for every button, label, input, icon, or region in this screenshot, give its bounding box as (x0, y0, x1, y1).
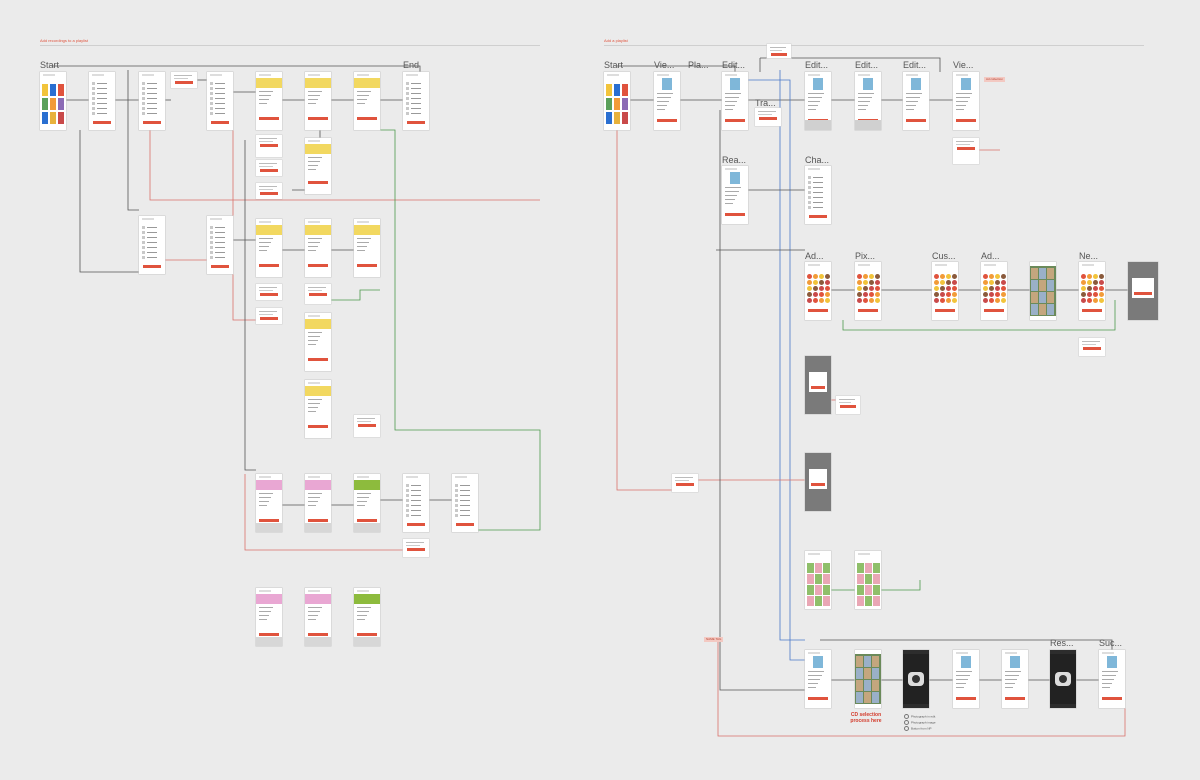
screen-frame[interactable] (354, 588, 380, 646)
annotation-card[interactable] (256, 308, 282, 324)
screen-frame[interactable] (207, 72, 233, 130)
connector-line (843, 300, 1115, 330)
connector-line (150, 130, 540, 200)
screen-frame[interactable] (805, 166, 831, 224)
screen-frame[interactable] (452, 474, 478, 532)
screen-frame[interactable] (305, 474, 331, 532)
screen-frame[interactable] (305, 219, 331, 277)
annotation-card[interactable] (403, 539, 429, 557)
screen-frame[interactable] (654, 72, 680, 130)
screen-frame[interactable] (403, 474, 429, 532)
annotation-card[interactable] (256, 160, 282, 176)
screen-frame[interactable] (1030, 262, 1056, 320)
screen-frame[interactable] (305, 138, 331, 194)
cd-selection-caption: CD selection process here (846, 712, 886, 724)
connector-line (128, 70, 139, 210)
annotation-card[interactable] (305, 284, 331, 304)
screen-frame[interactable] (354, 219, 380, 277)
screen-frame[interactable] (305, 588, 331, 646)
connector-line (80, 130, 139, 272)
screen-frame[interactable] (256, 474, 282, 532)
screen-frame[interactable] (903, 72, 929, 130)
screen-frame[interactable] (207, 216, 233, 274)
screen-frame[interactable] (256, 219, 282, 277)
screen-frame[interactable] (805, 356, 831, 414)
legend-item: Photograph in edit (904, 714, 935, 719)
screen-frame[interactable] (40, 72, 66, 130)
screen-frame[interactable] (1099, 650, 1125, 708)
screen-frame[interactable] (305, 313, 331, 371)
annotation-tag: NAME TAG (704, 637, 723, 642)
screen-frame[interactable] (953, 72, 979, 130)
screen-frame[interactable] (1002, 650, 1028, 708)
screen-frame[interactable] (981, 262, 1007, 320)
legend-item: Button from NP (904, 726, 932, 731)
connector-line (331, 290, 380, 300)
screen-frame[interactable] (722, 166, 748, 224)
screen-frame[interactable] (855, 72, 881, 130)
annotation-card[interactable] (256, 135, 282, 157)
legend-item: Photograph image (904, 720, 936, 725)
screen-frame[interactable] (305, 380, 331, 438)
screen-frame[interactable] (89, 72, 115, 130)
screen-frame[interactable] (805, 551, 831, 609)
screen-frame[interactable] (1079, 262, 1105, 320)
screen-frame[interactable] (354, 474, 380, 532)
connector-line (748, 80, 805, 660)
annotation-card[interactable] (755, 108, 781, 126)
connector-line (354, 130, 540, 530)
screen-frame[interactable] (805, 72, 831, 130)
screen-frame[interactable] (305, 72, 331, 130)
screen-frame[interactable] (855, 650, 881, 708)
screen-frame[interactable] (256, 588, 282, 646)
screen-frame[interactable] (604, 72, 630, 130)
annotation-card[interactable] (354, 415, 380, 437)
connector-line (780, 70, 805, 640)
screen-frame[interactable] (1050, 650, 1076, 708)
connector-line (233, 120, 256, 320)
screen-frame[interactable] (354, 72, 380, 130)
screen-frame[interactable] (903, 650, 929, 708)
screen-frame[interactable] (805, 262, 831, 320)
connector-line (245, 140, 256, 470)
annotation-tag: Ad collection (984, 77, 1005, 82)
annotation-card[interactable] (953, 138, 979, 164)
annotation-card[interactable] (672, 474, 698, 492)
screen-frame[interactable] (139, 216, 165, 274)
annotation-card[interactable] (1079, 338, 1105, 356)
screen-frame[interactable] (953, 650, 979, 708)
annotation-card[interactable] (767, 44, 791, 58)
annotation-card[interactable] (171, 72, 197, 88)
screen-frame[interactable] (855, 262, 881, 320)
connector-line (760, 58, 940, 72)
annotation-card[interactable] (836, 396, 860, 414)
annotation-card[interactable] (256, 183, 282, 199)
annotation-card[interactable] (256, 284, 282, 300)
screen-frame[interactable] (722, 72, 748, 130)
screen-frame[interactable] (855, 551, 881, 609)
screen-frame[interactable] (805, 650, 831, 708)
screen-frame[interactable] (805, 453, 831, 511)
screen-frame[interactable] (256, 72, 282, 130)
screen-frame[interactable] (139, 72, 165, 130)
connector-line (820, 640, 1112, 650)
screen-frame[interactable] (932, 262, 958, 320)
connector-line (617, 130, 672, 490)
screen-frame[interactable] (1128, 262, 1158, 320)
screen-frame[interactable] (403, 72, 429, 130)
